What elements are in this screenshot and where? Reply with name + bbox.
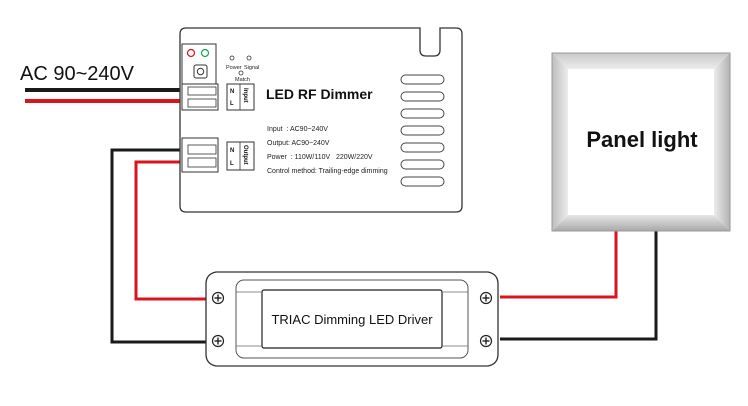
- led-red: [186, 48, 196, 58]
- input-n-label: N: [230, 89, 234, 95]
- supply-wires: [25, 88, 192, 103]
- input-l-label: L: [230, 101, 234, 107]
- signal-indicator-label: Signal: [244, 65, 259, 71]
- driver-label-panel: [261, 289, 443, 349]
- driver-to-panel-red-wire: [500, 230, 618, 299]
- spec-input: Input : AC90~240V: [267, 126, 328, 133]
- input-tag: Input: [242, 88, 248, 103]
- panel-frame-left: [552, 53, 568, 231]
- driver-label: TRIAC Dimming LED Driver: [271, 312, 433, 327]
- led-driver: TRIAC Dimming LED Driver: [205, 271, 499, 367]
- input-label-box: [226, 83, 255, 111]
- output-n-label: N: [230, 148, 234, 154]
- match-indicator-label: Match: [235, 77, 250, 83]
- vent-slots: [400, 74, 445, 187]
- match-indicator-dot: [238, 70, 244, 76]
- spec-control: Control method: Trailing-edge dimming: [267, 168, 388, 175]
- rf-dimmer-box: Power Signal Match N L Input N L Output …: [179, 27, 463, 213]
- dimmer-to-driver-red-wire: [134, 160, 210, 301]
- match-button-cap: [196, 67, 205, 76]
- dimmer-to-driver-black-wire: [110, 148, 210, 344]
- power-indicator-dot: [229, 55, 235, 61]
- dimmer-title: LED RF Dimmer: [266, 86, 373, 102]
- spec-power: Power : 110W/110V 220W/220V: [267, 154, 373, 161]
- panel-frame-bottom: [552, 215, 730, 231]
- signal-indicator-dot: [246, 55, 252, 61]
- panel-face: [568, 69, 714, 215]
- led-green: [200, 48, 210, 58]
- spec-output: Output: AC90~240V: [267, 140, 330, 147]
- output-tag: Output: [242, 145, 248, 165]
- driver-to-panel-black-wire: [500, 230, 658, 341]
- panel-label: Panel light: [586, 127, 698, 152]
- output-label-box: [226, 141, 255, 171]
- output-l-label: L: [230, 161, 234, 167]
- supply-label: AC 90~240V: [20, 63, 135, 85]
- panel-frame-right: [714, 53, 730, 231]
- power-indicator-label: Power: [226, 65, 242, 71]
- panel-frame-top: [552, 53, 730, 69]
- panel-light: Panel light: [551, 52, 731, 232]
